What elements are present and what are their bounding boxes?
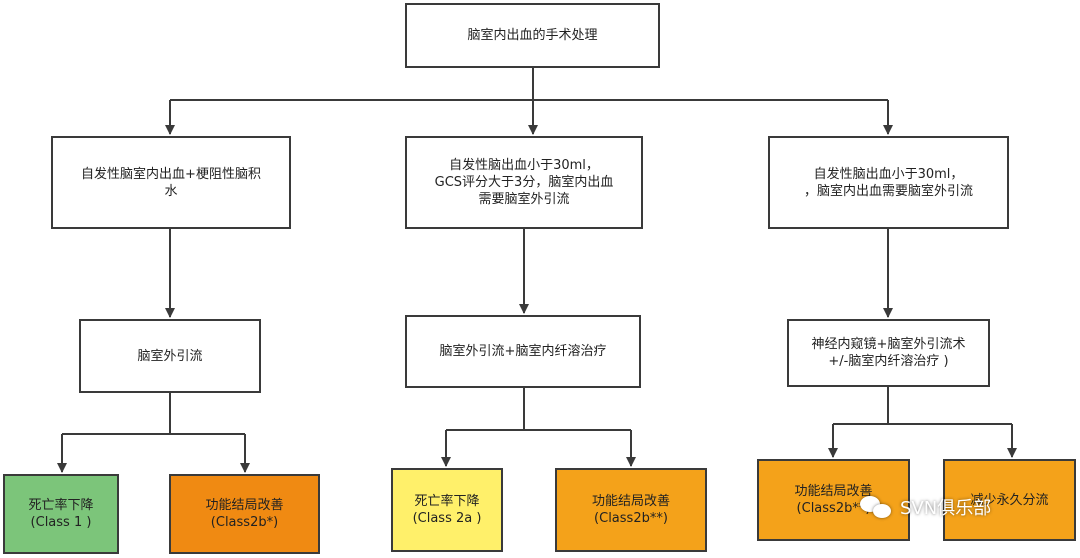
- outcome-label-2a: 死亡率下降 (Class 2a ): [412, 494, 482, 526]
- outcome-label-3b: 减少永久分流: [970, 492, 1049, 508]
- outcome-label-1b: 功能结局改善 (Class2b*): [205, 498, 284, 530]
- outcome-label-3a: 功能结局改善 (Class2b**): [794, 484, 873, 516]
- condition-node-2: 自发性脑出血小于30ml， GCS评分大于3分，脑室内出血 需要脑室外引流: [405, 136, 643, 229]
- outcome-node-3a: 功能结局改善 (Class2b**): [757, 459, 910, 541]
- outcome-node-1a: 死亡率下降 (Class 1 ): [3, 474, 119, 554]
- treatment-node-3: 神经内窥镜+脑室外引流术 +/-脑室内纤溶治疗 ): [787, 319, 990, 387]
- outcome-node-3b: 减少永久分流: [943, 459, 1076, 541]
- condition-node-3: 自发性脑出血小于30ml， ，脑室内出血需要脑室外引流: [768, 136, 1009, 229]
- root-label: 脑室内出血的手术处理: [467, 28, 598, 43]
- wechat-icon: [860, 494, 894, 520]
- outcome-label-1a: 死亡率下降 (Class 1 ): [28, 498, 94, 530]
- outcome-label-2b: 功能结局改善 (Class2b**): [591, 494, 670, 526]
- treatment-label-1: 脑室外引流: [137, 348, 203, 364]
- condition-label-3: 自发性脑出血小于30ml， ，脑室内出血需要脑室外引流: [803, 166, 973, 199]
- root-node: 脑室内出血的手术处理: [405, 3, 660, 68]
- treatment-label-3: 神经内窥镜+脑室外引流术 +/-脑室内纤溶治疗 ): [811, 337, 966, 369]
- condition-label-1: 自发性脑室内出血+梗阻性脑积 水: [81, 166, 261, 199]
- treatment-node-2: 脑室外引流+脑室内纤溶治疗: [405, 315, 641, 388]
- outcome-node-2b: 功能结局改善 (Class2b**): [555, 468, 707, 552]
- condition-label-2: 自发性脑出血小于30ml， GCS评分大于3分，脑室内出血 需要脑室外引流: [434, 158, 614, 207]
- condition-node-1: 自发性脑室内出血+梗阻性脑积 水: [51, 136, 291, 229]
- treatment-label-2: 脑室外引流+脑室内纤溶治疗: [439, 344, 607, 359]
- treatment-node-1: 脑室外引流: [79, 319, 261, 393]
- outcome-node-1b: 功能结局改善 (Class2b*): [169, 474, 320, 554]
- outcome-node-2a: 死亡率下降 (Class 2a ): [391, 468, 503, 552]
- watermark: SVN俱乐部: [860, 494, 991, 520]
- watermark-text: SVN俱乐部: [900, 498, 992, 519]
